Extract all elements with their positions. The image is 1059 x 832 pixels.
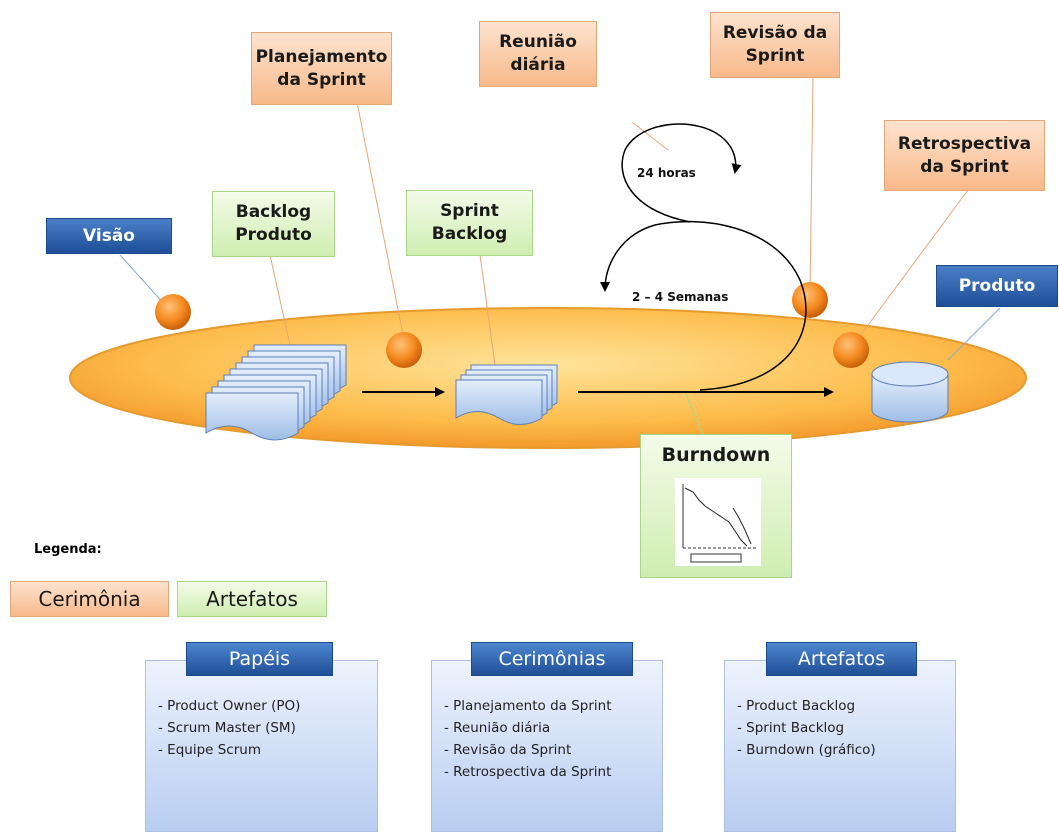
ceremonies-list: - Planejamento da Sprint - Reunião diári…: [444, 695, 656, 783]
roles-panel-title: Papéis: [186, 642, 333, 676]
list-item: - Product Owner (PO): [158, 698, 301, 714]
list-item: - Reunião diária: [444, 720, 551, 736]
legend-artifact: Artefatos: [177, 581, 327, 617]
artifacts-panel: - Product Backlog - Sprint Backlog - Bur…: [724, 660, 956, 832]
burndown-chart-icon: [675, 478, 761, 566]
ceremony-review-box: Revisão da Sprint: [710, 12, 840, 78]
artifact-sprint-backlog-box: Sprint Backlog: [406, 190, 533, 256]
sprint-backlog-stack-icon: [455, 364, 558, 425]
list-item: - Sprint Backlog: [737, 720, 845, 736]
roles-panel: - Product Owner (PO) - Scrum Master (SM)…: [145, 660, 378, 832]
sprint-cycle-loop: [600, 220, 807, 391]
list-item: - Scrum Master (SM): [158, 720, 296, 736]
ceremony-daily-box: Reunião diária: [479, 21, 597, 87]
retro-dot: [833, 332, 869, 368]
list-item: - Revisão da Sprint: [444, 742, 572, 758]
ceremony-planning-box: Planejamento da Sprint: [251, 32, 392, 105]
roles-list: - Product Owner (PO) - Scrum Master (SM)…: [158, 695, 371, 761]
product-label: Produto: [936, 265, 1058, 307]
sprint-cycle-label: 2 – 4 Semanas: [632, 290, 729, 304]
review-dot: [792, 282, 828, 318]
burndown-label: Burndown: [661, 444, 771, 466]
legend-title: Legenda:: [34, 542, 102, 557]
connector-lines: [119, 77, 1001, 441]
artifacts-panel-title: Artefatos: [766, 642, 917, 676]
artifact-product-backlog-box: Backlog Produto: [212, 191, 335, 257]
daily-cycle-loop: [621, 123, 742, 223]
vision-label: Visão: [46, 218, 172, 254]
daily-cycle-label: 24 horas: [637, 166, 696, 180]
list-item: - Retrospectiva da Sprint: [444, 764, 612, 780]
list-item: - Product Backlog: [737, 698, 856, 714]
vision-dot: [155, 294, 191, 330]
product-cylinder-icon: [871, 361, 949, 423]
product-backlog-stack-icon: [205, 344, 347, 441]
ceremonies-panel-title: Cerimônias: [471, 642, 633, 676]
planning-dot: [386, 332, 422, 368]
ceremony-retro-box: Retrospectiva da Sprint: [884, 120, 1045, 191]
legend-ceremony: Cerimônia: [10, 581, 169, 617]
ceremonies-panel: - Planejamento da Sprint - Reunião diári…: [431, 660, 663, 832]
list-item: - Equipe Scrum: [158, 742, 261, 758]
artifacts-list: - Product Backlog - Sprint Backlog - Bur…: [737, 695, 949, 761]
list-item: - Planejamento da Sprint: [444, 698, 612, 714]
list-item: - Burndown (gráfico): [737, 742, 876, 758]
